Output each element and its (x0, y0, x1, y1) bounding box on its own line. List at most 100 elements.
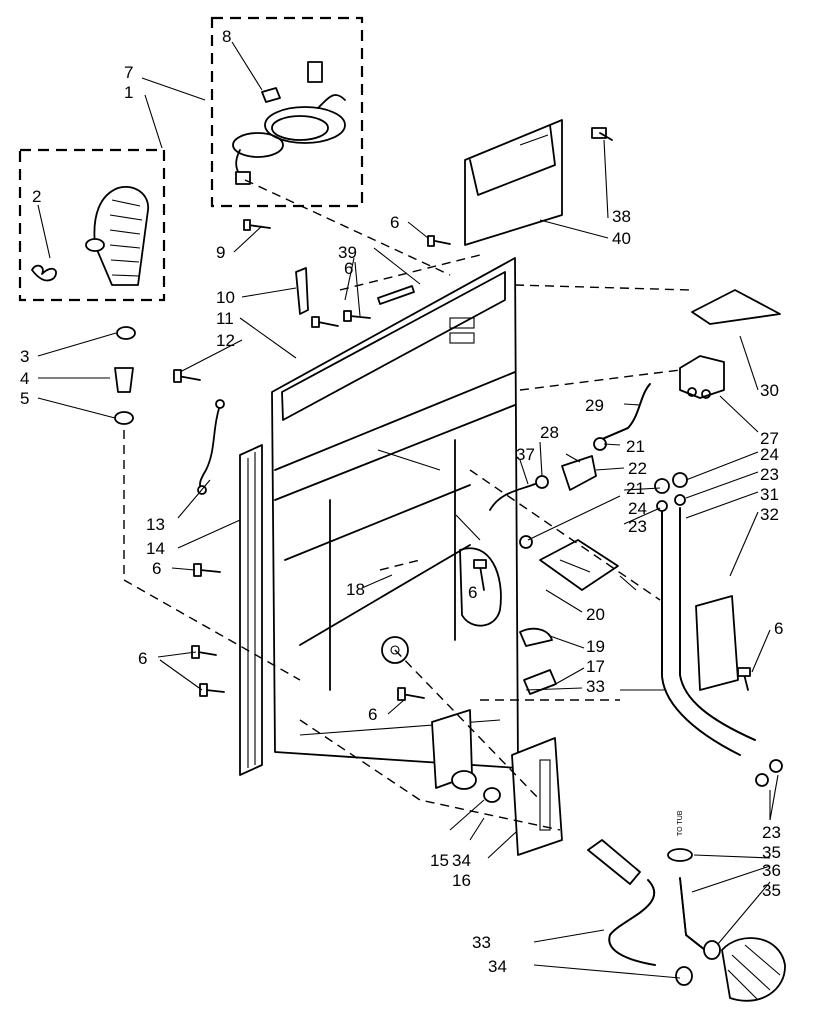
callout-40: 40 (612, 229, 631, 248)
rear-panel (271, 257, 519, 769)
callout-8: 8 (222, 27, 231, 46)
hose-37 (489, 483, 536, 511)
kit-box-power-cord (210, 16, 364, 208)
callout-21-a: 21 (626, 437, 645, 456)
callout-13: 13 (146, 515, 165, 534)
callout-23-a: 23 (628, 517, 647, 536)
callout-19: 19 (586, 637, 605, 656)
callout-4: 4 (20, 369, 29, 388)
callout-15: 15 (430, 851, 449, 870)
callout-39: 39 (338, 243, 357, 262)
clamp-35a (667, 848, 693, 862)
screw-6-g (397, 687, 425, 701)
clamp-32 (483, 787, 501, 803)
to-tub-annotation: TO TUB (677, 810, 684, 836)
callout-23-b: 23 (760, 465, 779, 484)
washer-23d (769, 759, 783, 773)
callout-20: 20 (586, 605, 605, 624)
screw-6-i (473, 559, 487, 591)
callout-32: 34 (452, 851, 471, 870)
callout-30: 32 (760, 505, 779, 524)
callout-26: 27 (760, 429, 779, 448)
callout-6-g: 6 (774, 619, 783, 638)
callout-6-b: 6 (344, 259, 353, 278)
pressure-switch (539, 539, 637, 591)
alignment-lines (123, 179, 691, 831)
clamp-5 (114, 411, 134, 425)
screw-6-top (427, 235, 451, 247)
bracket-28 (691, 289, 781, 325)
screw-9 (243, 219, 271, 231)
callout-29: 31 (760, 485, 779, 504)
top-cover (464, 119, 563, 246)
callout-6-f: 6 (468, 583, 477, 602)
clip-10 (295, 267, 309, 315)
callout-6-e: 6 (368, 705, 377, 724)
callout-6-c: 6 (152, 559, 161, 578)
callout-24-a: 24 (628, 499, 647, 518)
callout-9: 9 (216, 243, 225, 262)
washer-24a (672, 472, 688, 488)
callout-18: 18 (346, 580, 365, 599)
ground-wire (199, 404, 221, 491)
callout-7: 7 (124, 63, 133, 82)
screw-12 (173, 369, 201, 383)
callout-35-b: 35 (762, 881, 781, 900)
screw-6-f (199, 683, 225, 697)
callout-11: 11 (216, 309, 234, 328)
side-rail (239, 444, 263, 776)
pump-15 (431, 709, 477, 790)
callout-3: 3 (20, 347, 29, 366)
screw-6-c (343, 310, 371, 322)
clip-19 (519, 627, 553, 647)
callout-28: 30 (760, 381, 779, 400)
callout-14: 14 (146, 539, 165, 558)
callout-24-b: 24 (760, 445, 779, 464)
screw-6-h (737, 667, 751, 691)
callout-38: 38 (612, 207, 631, 226)
bar-39 (377, 285, 415, 305)
washer-23b (656, 500, 668, 512)
coupler-4 (114, 367, 134, 393)
fitting-22 (561, 455, 597, 491)
callout-33: 33 (472, 933, 491, 952)
hose-bracket-30 (695, 595, 739, 691)
clamp-35b (703, 940, 721, 960)
washer-24b (654, 478, 670, 494)
callout-21-b: 21 (626, 479, 645, 498)
inlet-hoses (661, 507, 756, 756)
callout-6-d: 6 (138, 649, 147, 668)
callout-25: 28 (540, 423, 559, 442)
hose-27 (599, 383, 651, 441)
callout-16: 16 (452, 871, 471, 890)
clamp-34 (675, 966, 693, 986)
screw-38 (591, 127, 613, 141)
pump-bracket-16 (511, 737, 563, 856)
callout-12: 12 (216, 331, 235, 350)
callout-31: 33 (586, 677, 605, 696)
callout-1: 1 (124, 83, 133, 102)
callout-10: 10 (216, 288, 235, 307)
screw-6-b (311, 316, 339, 328)
water-valve (679, 355, 725, 399)
callout-34: 34 (488, 957, 507, 976)
callout-5: 5 (20, 389, 29, 408)
drain-hose (85, 185, 149, 286)
callout-37: 37 (516, 445, 535, 464)
leader-lines (37, 41, 779, 979)
callout-23-c: 23 (762, 823, 781, 842)
washer-25 (535, 475, 549, 489)
tube (587, 839, 641, 885)
callout-6-top: 6 (390, 213, 399, 232)
power-cord (232, 61, 346, 185)
washer-23c (755, 773, 769, 787)
callout-27: 29 (585, 396, 604, 415)
screw-6-d (193, 563, 221, 577)
callout-35-a: 35 (762, 843, 781, 862)
grommet-3 (116, 326, 136, 340)
callout-17: 17 (586, 657, 605, 676)
callout-36: 36 (762, 861, 781, 880)
hose-clip (31, 264, 57, 282)
washer-23a (674, 494, 686, 506)
